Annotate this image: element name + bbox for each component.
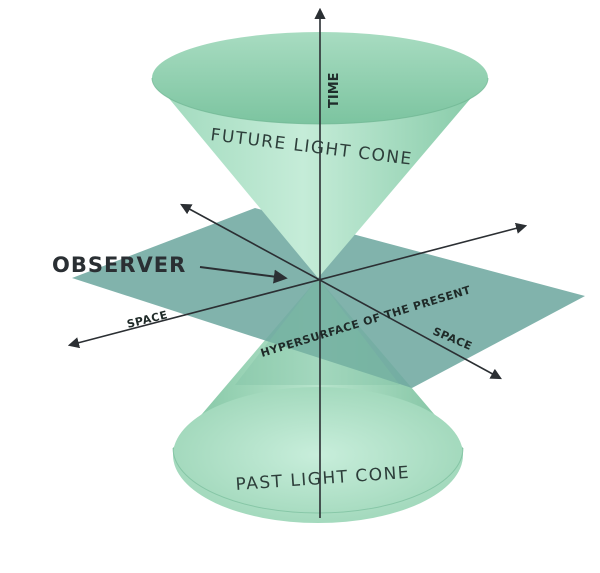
past-light-cone xyxy=(172,278,464,523)
space-label-left: SPACE xyxy=(126,308,169,331)
observer-label: OBSERVER xyxy=(52,253,186,277)
axes xyxy=(67,7,528,518)
time-label: TIME xyxy=(327,72,342,108)
space-axis-horizontal xyxy=(67,222,528,349)
past-cone-base xyxy=(173,387,463,523)
observer-arrow xyxy=(199,266,288,284)
